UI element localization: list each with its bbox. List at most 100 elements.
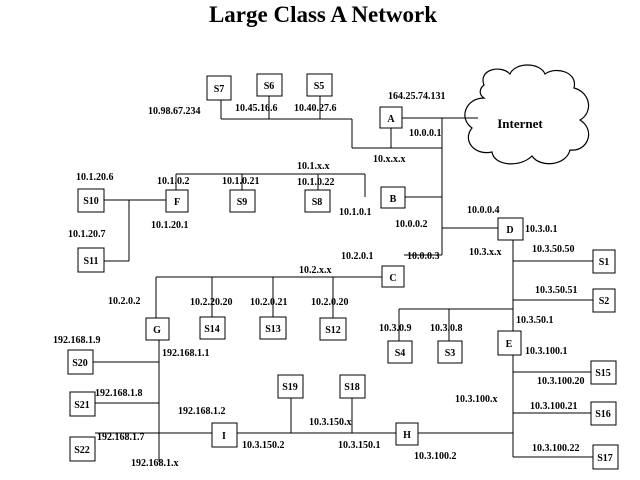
addr-s10: 10.1.20.6 xyxy=(76,172,114,183)
addr-s16: 10.3.100.21 xyxy=(530,401,578,412)
addr-b-left: 10.1.0.1 xyxy=(339,207,372,218)
server-s7: S7 xyxy=(206,75,232,101)
addr-c-up: 10.0.0.3 xyxy=(407,251,440,262)
server-s3: S3 xyxy=(437,340,463,364)
server-s10: S10 xyxy=(77,188,105,213)
addr-s5: 10.40.27.6 xyxy=(294,103,337,114)
svg-text:S14: S14 xyxy=(204,324,220,335)
server-s18: S18 xyxy=(339,374,366,399)
addr-g: 10.2.0.2 xyxy=(108,296,141,307)
internet-cloud: Internet xyxy=(464,64,590,165)
svg-text:S5: S5 xyxy=(314,81,325,92)
addr-s13: 10.2.0.21 xyxy=(250,297,288,308)
svg-text:D: D xyxy=(506,225,513,236)
svg-text:S4: S4 xyxy=(395,348,406,359)
addr-net-10-3-150: 10.3.150.x xyxy=(309,417,352,428)
addr-net-10-2: 10.2.x.x xyxy=(299,265,332,276)
addr-s9: 10.1.0.21 xyxy=(222,176,260,187)
router-c: C xyxy=(381,265,405,288)
addr-net-10-1: 10.1.x.x xyxy=(297,161,330,172)
addr-f-down: 10.1.20.1 xyxy=(151,220,189,231)
server-s19: S19 xyxy=(277,374,304,399)
addr-a-public: 164.25.74.131 xyxy=(388,91,446,102)
svg-text:S13: S13 xyxy=(265,324,281,335)
svg-text:S7: S7 xyxy=(214,84,225,95)
server-s4: S4 xyxy=(387,340,413,364)
addr-s3: 10.3.0.8 xyxy=(430,323,463,334)
server-s14: S14 xyxy=(199,316,226,340)
address-labels: 164.25.74.131 10.98.67.234 10.45.16.6 10… xyxy=(53,91,585,469)
svg-text:B: B xyxy=(390,194,397,205)
addr-s15: 10.3.100.20 xyxy=(537,376,585,387)
links xyxy=(91,96,593,462)
router-g: G xyxy=(145,317,170,341)
svg-text:S18: S18 xyxy=(344,382,360,393)
addr-c-left: 10.2.0.1 xyxy=(341,251,374,262)
server-s9: S9 xyxy=(229,189,256,213)
svg-text:S10: S10 xyxy=(83,196,99,207)
svg-text:S8: S8 xyxy=(312,197,323,208)
addr-s17: 10.3.100.22 xyxy=(532,443,580,454)
svg-text:A: A xyxy=(387,114,395,125)
svg-text:S15: S15 xyxy=(595,368,611,379)
addr-e-down: 10.3.100.1 xyxy=(525,346,568,357)
addr-i-right: 10.3.150.2 xyxy=(242,440,285,451)
svg-text:S17: S17 xyxy=(597,453,613,464)
addr-net-192: 192.168.1.x xyxy=(131,458,179,469)
addr-s7: 10.98.67.234 xyxy=(148,106,201,117)
addr-backbone-net: 10.x.x.x xyxy=(373,154,406,165)
router-i: I xyxy=(211,422,238,448)
server-s22: S22 xyxy=(69,436,96,462)
addr-d-up: 10.0.0.4 xyxy=(467,205,500,216)
svg-text:S16: S16 xyxy=(595,409,611,420)
addr-d-right: 10.3.0.1 xyxy=(525,224,558,235)
svg-text:S21: S21 xyxy=(74,400,90,411)
internet-label: Internet xyxy=(497,116,543,131)
addr-s21: 192.168.1.8 xyxy=(95,388,143,399)
svg-text:S20: S20 xyxy=(72,358,88,369)
devices: A B C D E F G H I S1 S2 S3 S4 S5 S6 S7 S… xyxy=(67,73,619,470)
svg-text:F: F xyxy=(174,197,180,208)
svg-text:C: C xyxy=(389,273,396,284)
router-a: A xyxy=(379,106,403,129)
addr-b-right: 10.0.0.2 xyxy=(395,219,428,230)
svg-text:I: I xyxy=(222,431,226,442)
server-s17: S17 xyxy=(592,444,619,470)
addr-s1: 10.3.50.50 xyxy=(532,244,575,255)
addr-i-up: 192.168.1.2 xyxy=(178,406,226,417)
server-s2: S2 xyxy=(592,288,616,313)
router-b: B xyxy=(380,186,406,209)
addr-h-right: 10.3.100.2 xyxy=(414,451,457,462)
addr-s22: 192.168.1.7 xyxy=(97,432,145,443)
server-s1: S1 xyxy=(592,249,616,274)
addr-s14: 10.2.20.20 xyxy=(190,297,233,308)
svg-text:S12: S12 xyxy=(325,325,341,336)
addr-net-10-3-100: 10.3.100.x xyxy=(455,394,498,405)
diagram-title: Large Class A Network xyxy=(209,2,437,27)
svg-text:G: G xyxy=(153,325,161,336)
server-s12: S12 xyxy=(319,317,347,341)
addr-s8: 10.1.0.22 xyxy=(297,177,335,188)
addr-a-inside: 10.0.0.1 xyxy=(409,128,442,139)
server-s8: S8 xyxy=(304,189,331,213)
svg-text:S3: S3 xyxy=(445,348,456,359)
svg-text:S6: S6 xyxy=(264,81,275,92)
server-s6: S6 xyxy=(256,73,283,97)
router-d: D xyxy=(497,217,524,241)
addr-g-down: 192.168.1.1 xyxy=(162,348,210,359)
svg-text:H: H xyxy=(403,430,411,441)
addr-net-10-3: 10.3.x.x xyxy=(469,247,502,258)
addr-h-left: 10.3.150.1 xyxy=(338,440,381,451)
server-s16: S16 xyxy=(590,401,617,426)
addr-g-down-net: 192.168.1.9 xyxy=(53,335,101,346)
addr-s4: 10.3.0.9 xyxy=(379,323,412,334)
svg-text:S9: S9 xyxy=(237,197,248,208)
router-f: F xyxy=(165,189,189,213)
addr-s6: 10.45.16.6 xyxy=(235,103,278,114)
server-s21: S21 xyxy=(69,391,96,417)
svg-text:S11: S11 xyxy=(83,256,98,267)
svg-text:S22: S22 xyxy=(74,445,90,456)
server-s15: S15 xyxy=(590,360,617,385)
router-h: H xyxy=(395,422,419,446)
